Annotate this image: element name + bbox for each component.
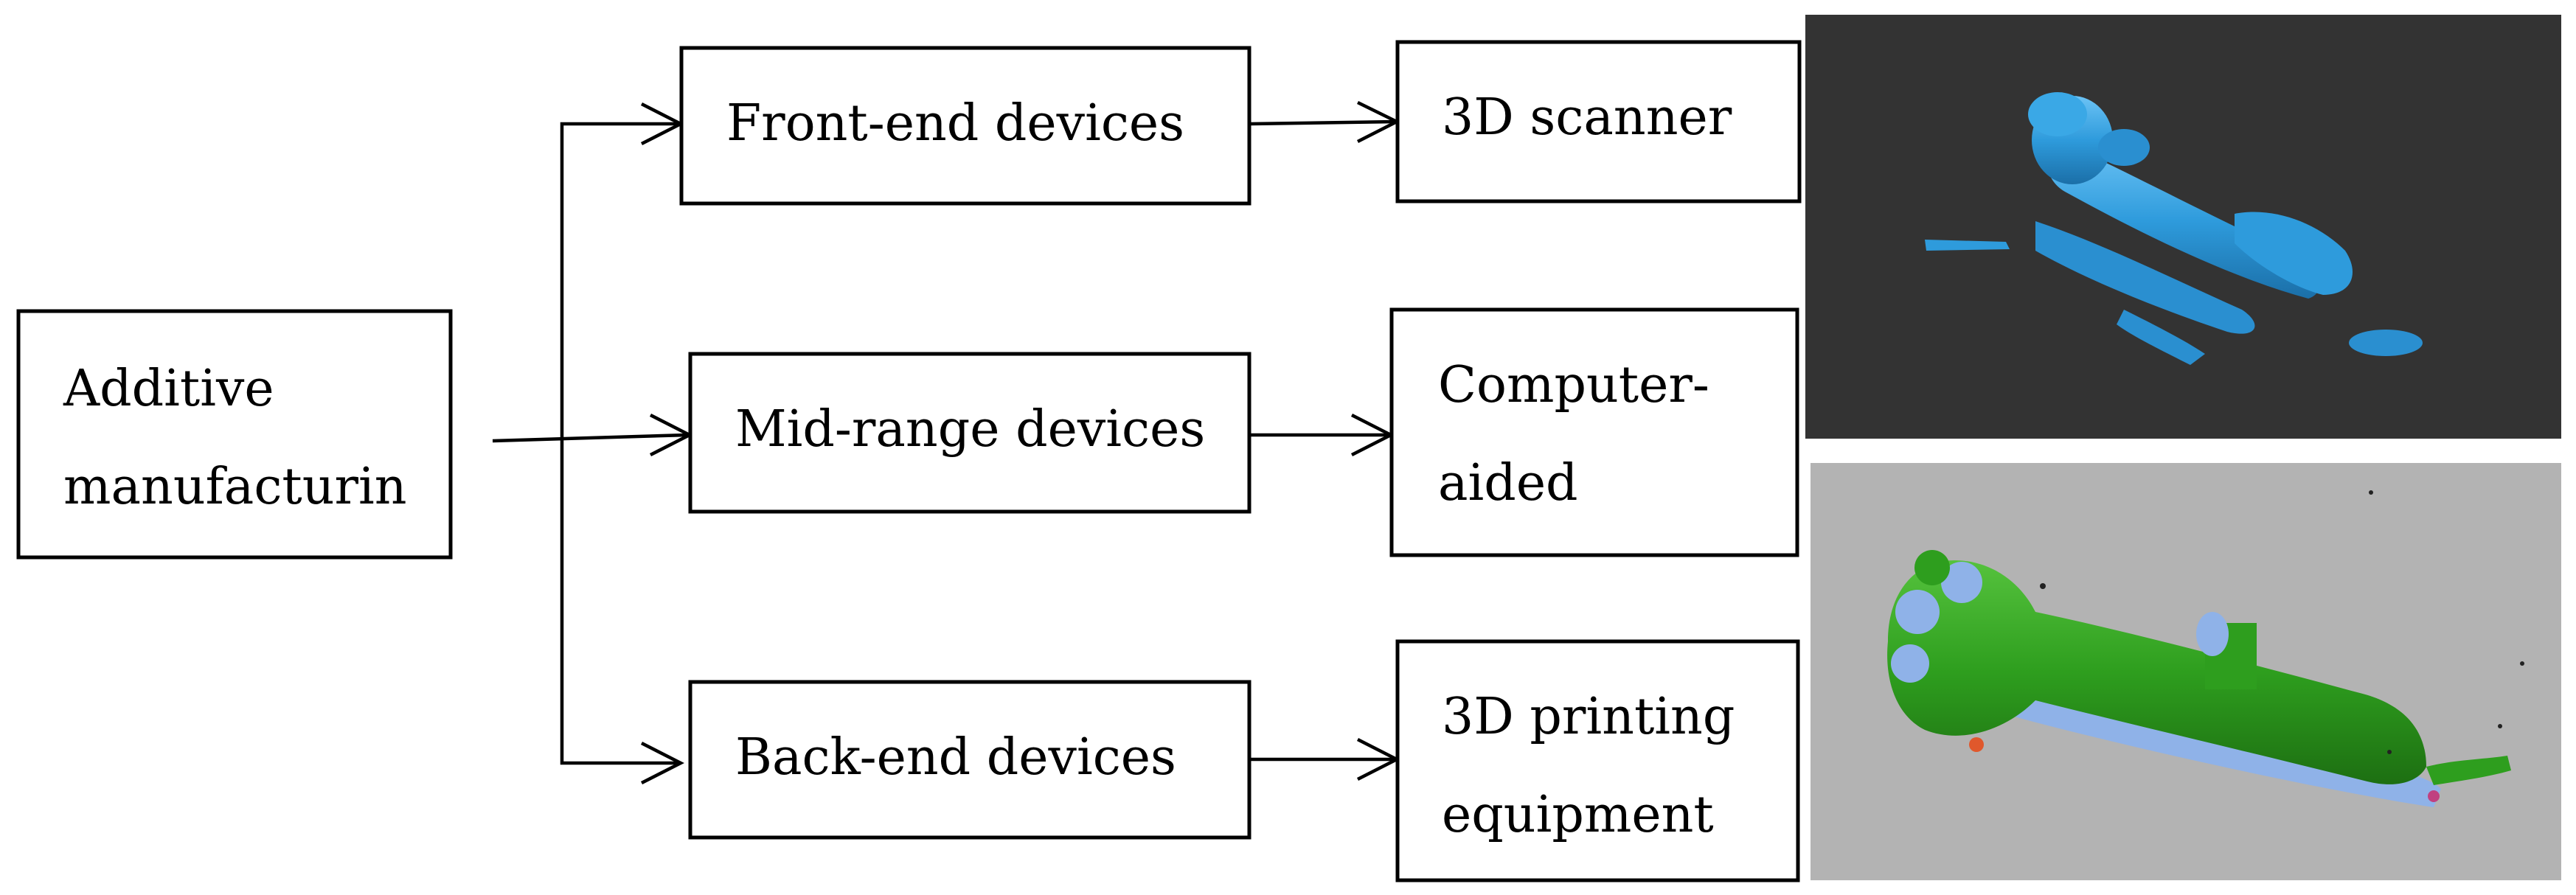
node-label: 3D scanner [1442,88,1732,147]
scan-fragment [1925,240,2010,251]
scan-knob [1891,644,1929,683]
node-mid-range-devices: Mid-range devices [688,352,1251,514]
node-line-1: 3D printing [1442,688,1735,746]
node-line-2: aided [1438,454,1578,512]
node-additive-manufacturing: Additive manufacturin [16,309,453,560]
scan-speck [2040,583,2046,589]
node-box [16,309,453,560]
node-label: Front-end devices [726,94,1184,153]
scan-head-knob [2098,129,2150,166]
scan-fragment [2349,330,2423,356]
root-to-mid-line [492,433,688,443]
scan-knob [1914,550,1950,585]
node-line-2: manufacturin [63,458,407,516]
scan-knob [1941,562,1982,603]
scan-tube [2046,143,2319,299]
scan-knob [1895,590,1940,634]
scan-red-dot [2428,790,2440,802]
scan-speck [2520,661,2524,666]
node-box [1395,40,1802,203]
node-box [1395,639,1800,882]
front-to-scanner-line [1249,119,1397,126]
scan-green-tail [2426,756,2511,785]
branch-bracket [560,122,680,765]
node-line-2: equipment [1442,786,1714,844]
scan-speck [2498,724,2502,728]
node-computer-aided: Computer- aided [1389,307,1799,557]
scan-image-green [1811,463,2561,880]
scan-blue-patch [2196,612,2229,656]
scan-end-cluster [2235,212,2353,295]
node-front-end-devices: Front-end devices [679,46,1251,206]
node-box [688,352,1251,514]
node-line-1: Computer- [1438,356,1709,414]
scan-head-knob [2028,92,2087,136]
node-box [688,680,1251,840]
scan-fragment [2117,310,2205,365]
node-label: Mid-range devices [735,400,1205,459]
scan-image-blue [1805,15,2561,439]
scan-speck [2387,750,2392,754]
node-3d-printing-equipment: 3D printing equipment [1395,639,1800,882]
scan-red-dot [1969,737,1984,752]
scan-shell [2035,221,2255,334]
node-box [679,46,1251,206]
node-3d-scanner: 3D scanner [1395,40,1802,203]
arrowhead [640,741,684,785]
scan-speck [2369,490,2373,495]
scan-green-body [1887,560,2426,784]
node-box [1389,307,1799,557]
node-line-1: Additive [63,360,274,418]
node-back-end-devices: Back-end devices [688,680,1251,840]
node-label: Back-end devices [735,728,1176,787]
